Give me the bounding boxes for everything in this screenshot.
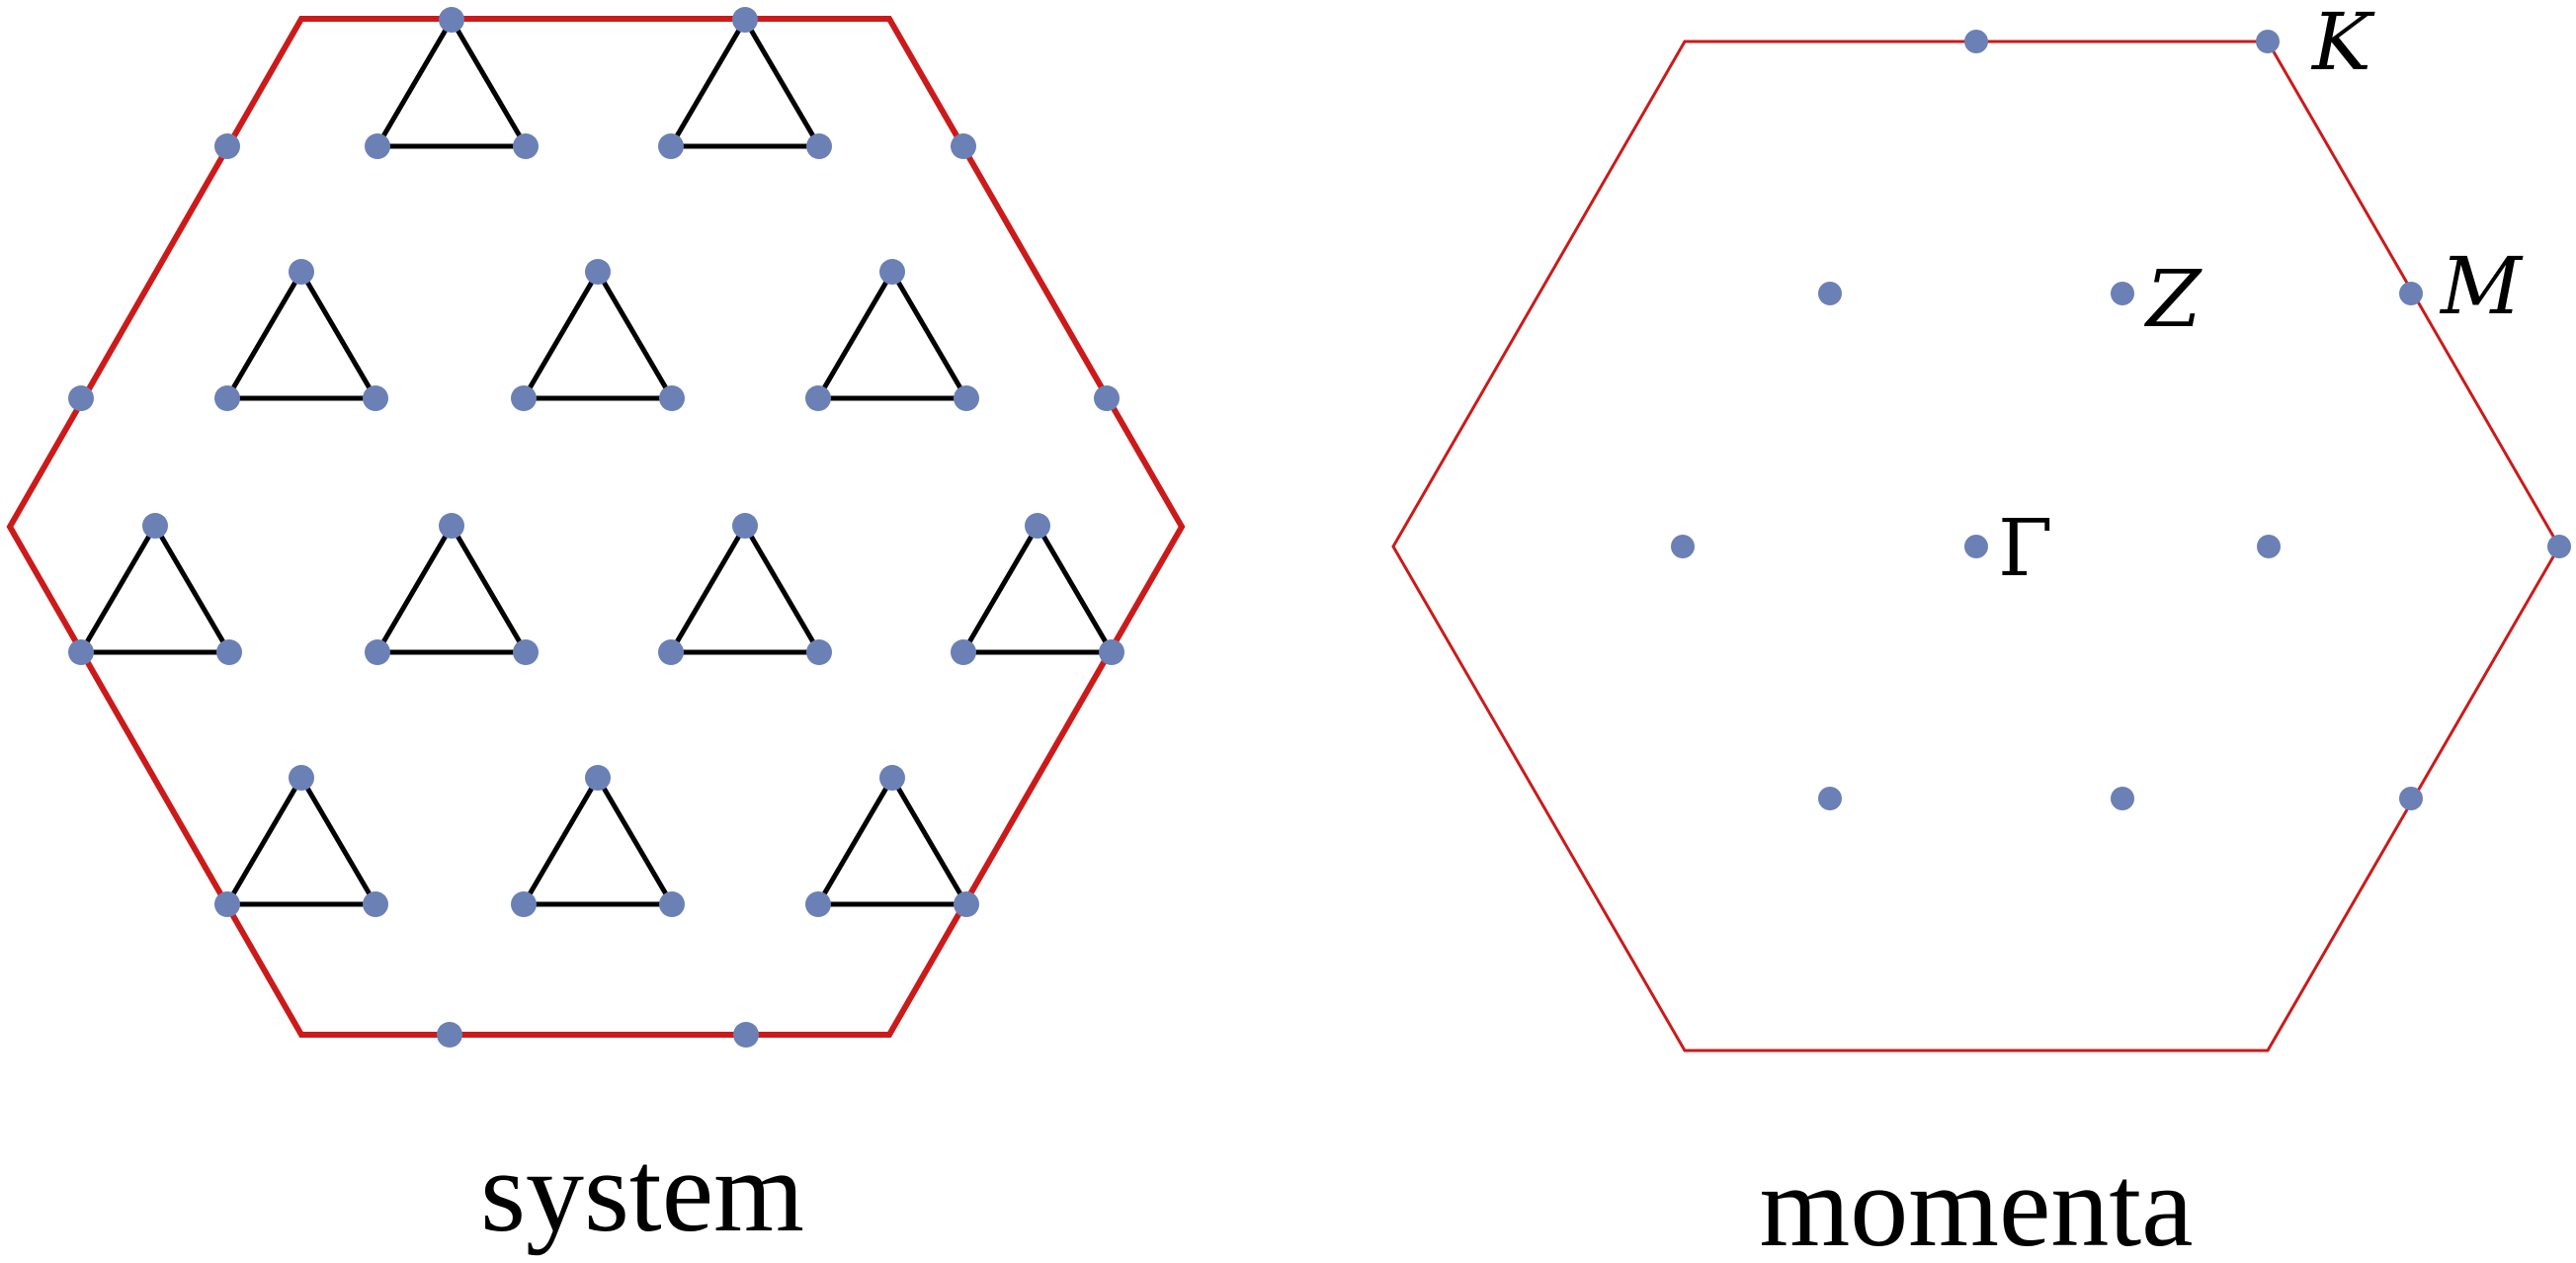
momenta-caption: momenta: [1759, 1141, 2193, 1263]
lattice-site: [1094, 385, 1120, 411]
momentum-point: [2399, 282, 2423, 305]
triangle-plaquette: [815, 775, 969, 907]
triangle-plaquette: [224, 269, 378, 401]
momentum-point: [2111, 282, 2134, 305]
lattice-site: [805, 891, 831, 917]
momentum-points: [1671, 30, 2571, 810]
momentum-point: [1818, 787, 1842, 810]
lattice-site: [732, 513, 758, 539]
momenta-panel: K M Z Γ momenta: [1391, 0, 2571, 1263]
lattice-site: [658, 133, 684, 159]
lattice-site: [951, 133, 976, 159]
lattice-site: [513, 133, 539, 159]
lattice-site: [214, 133, 240, 159]
lattice-site: [214, 385, 240, 411]
lattice-site: [437, 1022, 462, 1048]
lattice-site: [216, 639, 242, 665]
lattice-site: [289, 765, 314, 791]
lattice-site: [511, 385, 537, 411]
system-boundary-hexagon: [6, 16, 1186, 1038]
lattice-site: [214, 891, 240, 917]
label-K: K: [2310, 0, 2375, 88]
lattice-site: [439, 513, 464, 539]
lattice-site: [365, 133, 390, 159]
lattice-site: [879, 765, 905, 791]
system-caption: system: [480, 1127, 804, 1256]
lattice-site: [289, 259, 314, 285]
triangle-plaquette: [668, 523, 822, 655]
momentum-point: [1671, 535, 1695, 558]
lattice-site: [439, 7, 464, 33]
lattice-site: [363, 891, 388, 917]
lattice-site: [659, 891, 685, 917]
lattice-site: [1099, 639, 1124, 665]
lattice-site: [142, 513, 168, 539]
system-panel: system: [6, 7, 1186, 1256]
momentum-point: [2399, 787, 2423, 810]
label-Z: Z: [2143, 253, 2202, 345]
system-triangles: [78, 17, 1115, 907]
momentum-point: [2111, 787, 2134, 810]
lattice-site: [806, 639, 832, 665]
lattice-site: [733, 1022, 759, 1048]
triangle-plaquette: [960, 523, 1115, 655]
momentum-point: [2257, 535, 2281, 558]
momentum-point: [1818, 282, 1842, 305]
triangle-plaquette: [815, 269, 969, 401]
lattice-site: [585, 259, 611, 285]
lattice-site: [1025, 513, 1050, 539]
lattice-site: [732, 7, 758, 33]
triangle-plaquette: [374, 523, 529, 655]
lattice-site: [68, 385, 94, 411]
label-M: M: [2439, 240, 2524, 332]
lattice-site: [805, 385, 831, 411]
momentum-point: [2256, 30, 2280, 53]
lattice-site: [513, 639, 539, 665]
lattice-site: [954, 385, 979, 411]
momentum-point: [1964, 535, 1988, 558]
lattice-site: [879, 259, 905, 285]
lattice-site: [68, 639, 94, 665]
label-Gamma: Γ: [1998, 502, 2053, 594]
lattice-site: [951, 639, 976, 665]
lattice-site: [365, 639, 390, 665]
lattice-site: [585, 765, 611, 791]
triangle-plaquette: [521, 775, 675, 907]
lattice-site: [511, 891, 537, 917]
system-sites: [68, 7, 1124, 1048]
lattice-site: [658, 639, 684, 665]
lattice-site: [954, 891, 979, 917]
lattice-site: [806, 133, 832, 159]
triangle-plaquette: [668, 17, 822, 149]
momentum-point: [2547, 535, 2571, 558]
lattice-site: [363, 385, 388, 411]
lattice-site: [659, 385, 685, 411]
triangle-plaquette: [78, 523, 232, 655]
triangle-plaquette: [224, 775, 378, 907]
momentum-point: [1964, 30, 1988, 53]
triangle-plaquette: [374, 17, 529, 149]
triangle-plaquette: [521, 269, 675, 401]
